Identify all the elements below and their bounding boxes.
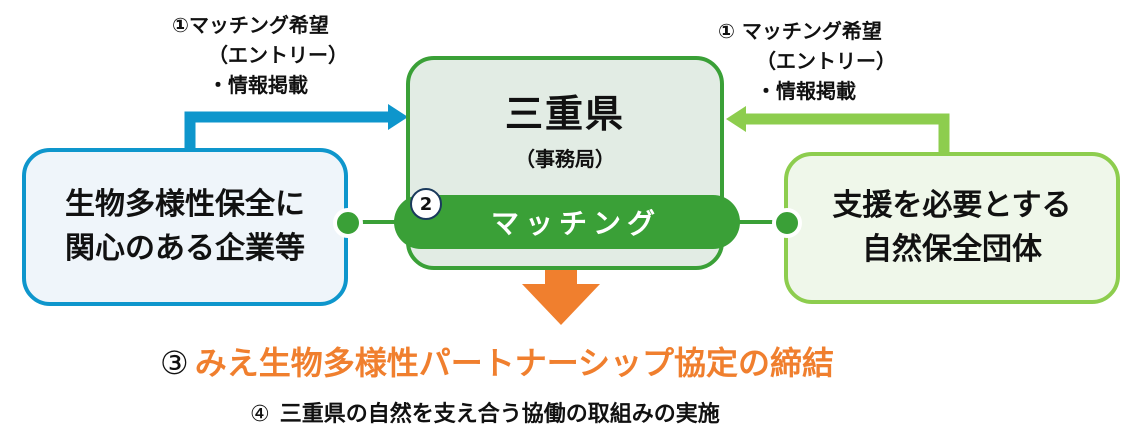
annotation-text: マッチング希望 — [741, 19, 882, 43]
right-connector-dot — [772, 208, 802, 238]
step-number-1: ① — [718, 19, 735, 43]
groups-line1: 支援を必要とする — [832, 188, 1072, 223]
left-annotation-line3: ・情報掲載 — [208, 73, 308, 97]
green-arrow-line — [742, 113, 950, 153]
conservation-groups-box: 支援を必要とする 自然保全団体 — [784, 152, 1120, 304]
step3-text: みえ生物多様性パートナーシップ協定の締結 — [194, 344, 835, 382]
right-annotation-line1: ① マッチング希望 — [718, 18, 882, 44]
groups-line2: 自然保全団体 — [861, 232, 1042, 267]
companies-box: 生物多様性保全に 関心のある企業等 — [22, 148, 348, 306]
step4-text: 三重県の自然を支え合う協働の取組みの実施 — [279, 402, 720, 427]
orange-arrowhead — [522, 284, 600, 325]
right-annotation-line2: （エントリー） — [756, 49, 896, 73]
step-number-3: ③ — [160, 344, 189, 382]
companies-line1: 生物多様性保全に — [65, 187, 305, 222]
step4-implementation: ④ 三重県の自然を支え合う協働の取組みの実施 — [250, 396, 720, 428]
left-connector-dot — [333, 208, 363, 238]
right-annotation-line3: ・情報掲載 — [756, 79, 856, 103]
center-title: 三重県 — [504, 92, 625, 136]
step-number-4: ④ — [250, 402, 270, 427]
center-subtitle: （事務局） — [514, 147, 615, 171]
green-arrowhead — [726, 106, 746, 132]
companies-line2: 関心のある企業等 — [65, 231, 305, 266]
blue-arrowhead — [388, 104, 408, 130]
step-number-2: 2 — [410, 188, 442, 220]
step-number-1: ① — [172, 13, 189, 37]
annotation-text: マッチング希望 — [188, 13, 329, 37]
matching-label: マッチング — [490, 207, 661, 240]
blue-arrow-line — [184, 111, 392, 150]
left-annotation-line1: ①マッチング希望 — [172, 12, 329, 38]
matching-pill: マッチング — [394, 195, 740, 249]
left-annotation-line2: （エントリー） — [208, 43, 348, 67]
